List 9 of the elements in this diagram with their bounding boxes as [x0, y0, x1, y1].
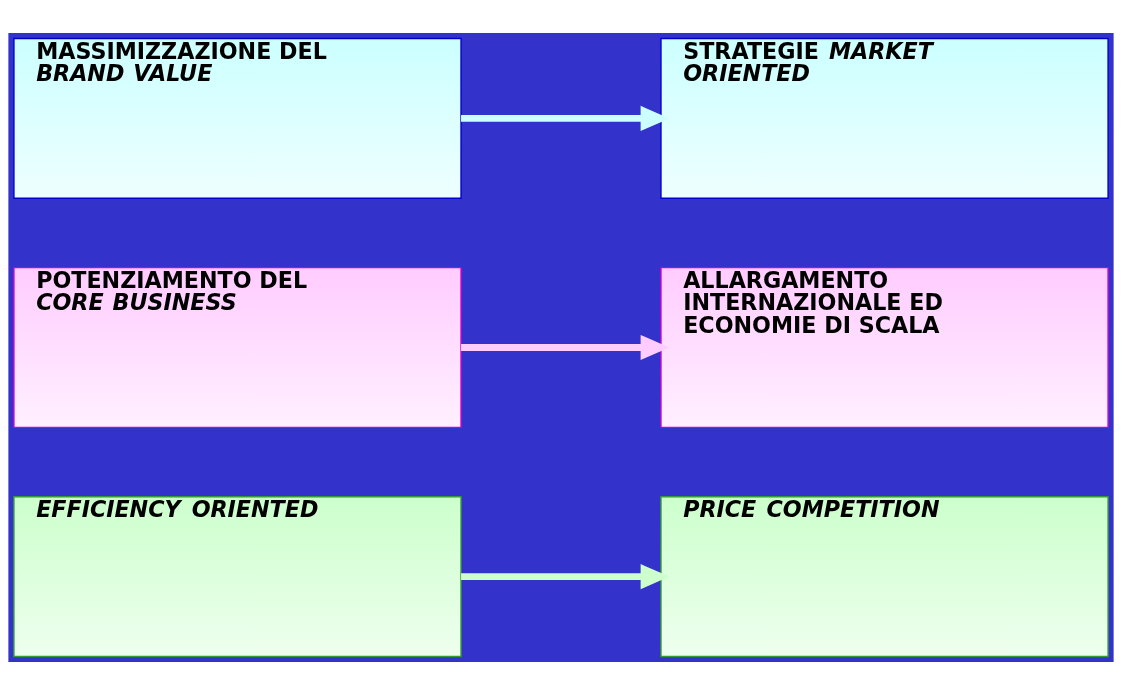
node-box: ALLARGAMENTO INTERNAZIONALE ED ECONOMIE DI SCALA [660, 266, 1109, 429]
arrow [461, 334, 670, 361]
arrow [461, 105, 670, 131]
node-box: EFFICIENCY ORIENTED [13, 496, 462, 658]
node-box: STRATEGIE MARKET ORIENTED [660, 37, 1109, 199]
node-box: PRICE COMPETITION [660, 496, 1109, 658]
node-box: POTENZIAMENTO DEL CORE BUSINESS [13, 266, 462, 429]
arrow [461, 564, 670, 590]
node-box: MASSIMIZZAZIONE DEL BRAND VALUE [13, 37, 462, 199]
